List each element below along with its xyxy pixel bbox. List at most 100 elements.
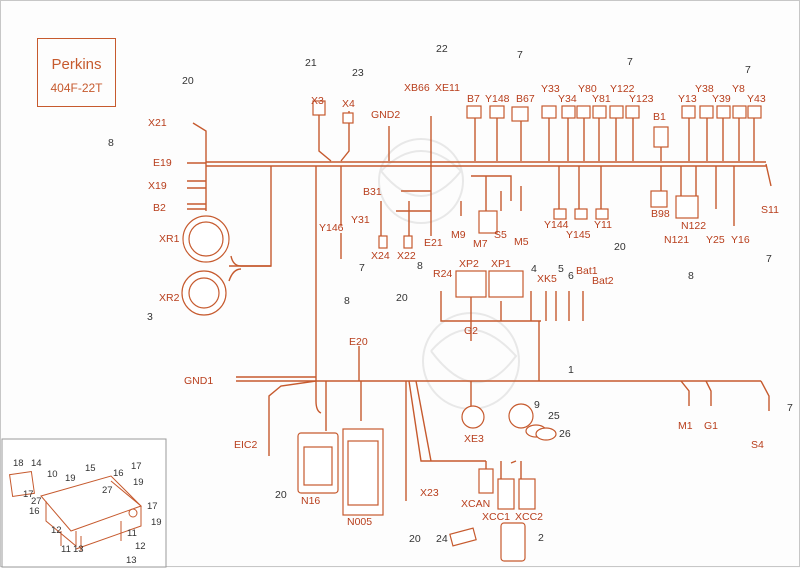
svg-text:14: 14 [31,458,42,469]
svg-text:Y144: Y144 [544,219,569,231]
svg-text:Y31: Y31 [351,214,370,226]
svg-text:Y34: Y34 [558,93,577,105]
svg-text:X22: X22 [397,250,416,262]
wiring [187,109,772,501]
svg-text:S11: S11 [761,204,779,216]
svg-text:2: 2 [538,532,544,544]
svg-text:20: 20 [275,489,287,501]
svg-text:Bat1: Bat1 [576,265,598,277]
svg-text:3: 3 [147,311,153,323]
svg-text:S5: S5 [494,229,507,241]
svg-text:Y43: Y43 [747,93,766,105]
svg-text:8: 8 [344,295,350,307]
svg-text:M1: M1 [678,420,693,432]
svg-text:XR1: XR1 [159,233,180,245]
svg-text:12: 12 [135,541,146,552]
svg-text:27: 27 [31,496,42,507]
svg-text:Y148: Y148 [485,93,510,105]
svg-text:M7: M7 [473,238,488,250]
svg-text:Y33: Y33 [541,83,560,95]
svg-text:X3: X3 [311,95,324,107]
svg-text:N122: N122 [681,220,706,232]
svg-text:M9: M9 [451,229,466,241]
svg-text:XCC2: XCC2 [515,511,543,523]
svg-text:X21: X21 [148,117,167,129]
inset-exploded-view: 18 14 10 19 15 16 17 19 27 17 27 16 17 1… [1,438,167,568]
svg-text:XK5: XK5 [537,273,557,285]
svg-text:N005: N005 [347,516,372,528]
svg-text:13: 13 [73,544,84,555]
svg-text:Y39: Y39 [712,93,731,105]
svg-text:X4: X4 [342,98,355,110]
svg-text:Y16: Y16 [731,234,750,246]
svg-text:XE3: XE3 [464,433,484,445]
svg-text:7: 7 [745,64,751,76]
svg-text:26: 26 [559,428,571,440]
svg-text:16: 16 [29,506,40,517]
svg-text:B31: B31 [363,186,382,198]
svg-text:B67: B67 [516,93,535,105]
svg-text:12: 12 [51,525,62,536]
svg-text:M5: M5 [514,236,529,248]
svg-text:21: 21 [305,57,317,69]
svg-text:XCC1: XCC1 [482,511,510,523]
svg-text:X23: X23 [420,487,439,499]
svg-text:S4: S4 [751,439,764,451]
svg-text:8: 8 [417,260,423,272]
svg-text:7: 7 [787,402,793,414]
svg-text:Y38: Y38 [695,83,714,95]
part-number-labels: 1 2 3 4 5 6 7 7 7 7 7 7 8 8 8 8 9 20 20 … [108,43,793,545]
svg-text:22: 22 [436,43,448,55]
engine-model: 404F-22T [50,81,103,95]
svg-text:4: 4 [531,263,537,275]
svg-text:18: 18 [13,458,24,469]
svg-text:Y25: Y25 [706,234,725,246]
svg-text:23: 23 [352,67,364,79]
svg-text:10: 10 [47,469,58,480]
svg-text:20: 20 [182,75,194,87]
svg-text:XCAN: XCAN [461,498,490,510]
brand-title-box: Perkins 404F-22T [37,38,116,107]
svg-text:17: 17 [23,489,34,500]
svg-text:8: 8 [108,137,114,149]
svg-text:XP2: XP2 [459,258,479,270]
svg-text:7: 7 [517,49,523,61]
svg-text:20: 20 [409,533,421,545]
svg-text:6: 6 [568,270,574,282]
svg-text:Y145: Y145 [566,229,591,241]
svg-text:XB66: XB66 [404,82,430,94]
components [181,100,762,562]
svg-text:G2: G2 [464,325,478,337]
svg-text:X19: X19 [148,180,167,192]
svg-text:Y81: Y81 [592,93,611,105]
svg-text:5: 5 [558,263,564,275]
svg-text:27: 27 [102,485,113,496]
svg-text:7: 7 [627,56,633,68]
svg-text:Y122: Y122 [610,83,635,95]
svg-text:Y13: Y13 [678,93,697,105]
svg-text:E19: E19 [153,157,172,169]
svg-text:19: 19 [65,473,76,484]
svg-text:9: 9 [534,399,540,411]
svg-text:G1: G1 [704,420,718,432]
svg-text:X24: X24 [371,250,390,262]
svg-text:7: 7 [766,253,772,265]
svg-text:Y8: Y8 [732,83,745,95]
svg-text:B98: B98 [651,208,670,220]
svg-text:XP1: XP1 [491,258,511,270]
svg-text:17: 17 [131,461,142,472]
brand-name: Perkins [51,56,102,73]
svg-text:R24: R24 [433,268,452,280]
svg-text:1: 1 [568,364,574,376]
svg-text:Y80: Y80 [578,83,597,95]
svg-text:8: 8 [688,270,694,282]
svg-text:11: 11 [127,528,137,539]
svg-text:E20: E20 [349,336,368,348]
svg-text:EIC2: EIC2 [234,439,258,451]
svg-text:Bat2: Bat2 [592,275,614,287]
svg-text:19: 19 [133,477,144,488]
svg-text:GND2: GND2 [371,109,400,121]
svg-text:19: 19 [151,517,162,528]
